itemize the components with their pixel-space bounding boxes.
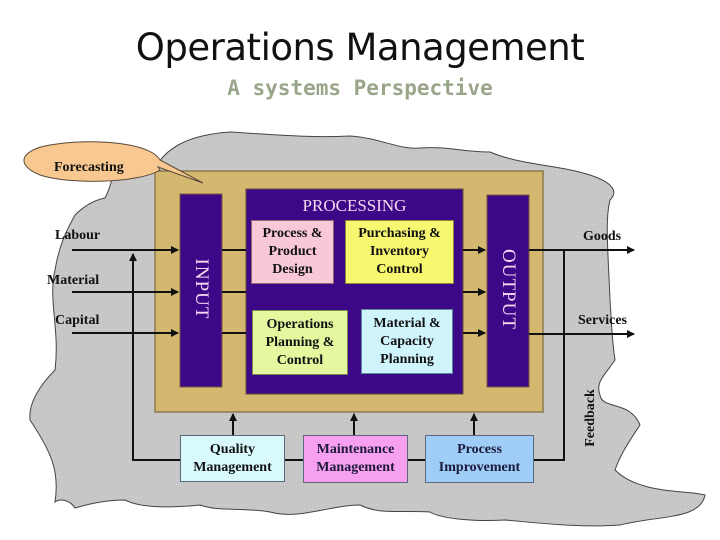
feedback-loop	[533, 250, 565, 461]
input-label-capital: Capital	[55, 313, 100, 328]
output-label-services: Services	[578, 313, 627, 328]
input-label-material: Material	[47, 273, 100, 288]
input-label-labour: Labour	[55, 228, 101, 243]
maintenance-management-box: Maintenance Management	[303, 435, 408, 483]
output-label-goods: Goods	[583, 229, 622, 244]
forecasting-callout-shape	[23, 141, 204, 184]
output-bar-label: OUTPUT	[498, 249, 519, 330]
input-bar-label: INPUT	[191, 258, 212, 320]
output-bar	[486, 194, 530, 388]
purchasing-inventory-control-box: Purchasing & Inventory Control	[345, 220, 454, 284]
page-title: Operations Management	[135, 26, 585, 69]
material-capacity-planning-box: Material & Capacity Planning	[361, 309, 453, 374]
page-subtitle: A systems Perspective	[227, 76, 493, 100]
forecasting-callout: Forecasting	[54, 160, 124, 175]
operations-planning-control-box: Operations Planning & Control	[252, 310, 348, 375]
feedback-label: Feedback	[583, 389, 598, 447]
input-bar	[179, 193, 223, 388]
quality-management-box: Quality Management	[180, 435, 285, 482]
processing-title: PROCESSING	[302, 196, 407, 215]
process-product-design-box: Process & Product Design	[251, 220, 334, 284]
process-improvement-box: Process Improvement	[425, 435, 534, 483]
